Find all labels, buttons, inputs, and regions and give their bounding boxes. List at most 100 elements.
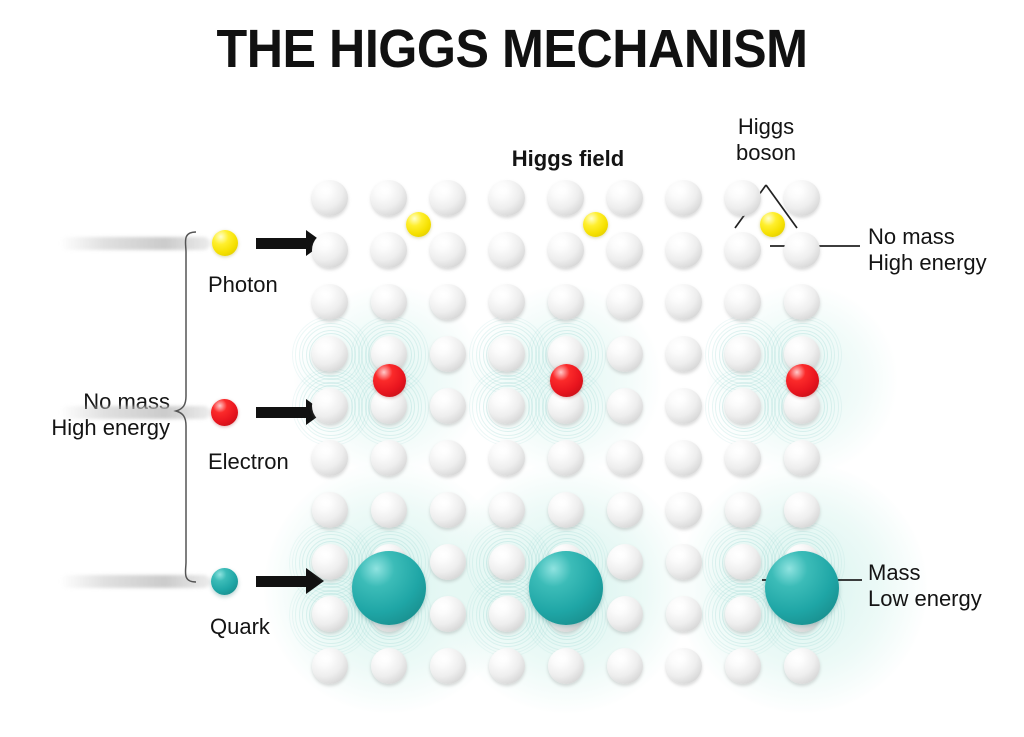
higgs-boson-sphere	[489, 336, 525, 372]
higgs-boson-sphere	[489, 284, 525, 320]
higgs-boson-sphere	[607, 232, 643, 268]
higgs-boson-sphere	[725, 284, 761, 320]
quark-trail	[60, 575, 210, 588]
higgs-boson-sphere	[489, 440, 525, 476]
higgs-boson-sphere	[666, 388, 702, 424]
higgs-boson-sphere	[371, 284, 407, 320]
higgs-boson-sphere	[548, 440, 584, 476]
higgs-boson-sphere	[607, 284, 643, 320]
higgs-boson-sphere	[784, 180, 820, 216]
higgs-boson-sphere	[430, 492, 466, 528]
higgs-boson-sphere	[725, 388, 761, 424]
higgs-boson-sphere	[784, 232, 820, 268]
higgs-boson-sphere	[548, 180, 584, 216]
higgs-boson-sphere	[725, 232, 761, 268]
higgs-boson-sphere	[312, 544, 348, 580]
quark-in-field	[352, 551, 426, 625]
higgs-boson-sphere	[371, 440, 407, 476]
higgs-boson-sphere	[666, 336, 702, 372]
higgs-boson-sphere	[548, 232, 584, 268]
quark-label: Quark	[210, 614, 270, 639]
higgs-boson-sphere	[548, 648, 584, 684]
photon-in-field	[406, 211, 431, 237]
higgs-boson-sphere	[312, 232, 348, 268]
higgs-boson-sphere	[489, 648, 525, 684]
higgs-boson-sphere	[312, 440, 348, 476]
higgs-field-lattice	[264, 178, 927, 713]
higgs-boson-sphere	[666, 440, 702, 476]
photon-in-field	[760, 211, 785, 237]
electron-in-field	[785, 363, 819, 397]
higgs-boson-sphere	[607, 388, 643, 424]
higgs-boson-sphere	[607, 648, 643, 684]
higgs-boson-sphere	[607, 180, 643, 216]
higgs-boson-sphere	[784, 648, 820, 684]
electron-trail	[60, 406, 210, 419]
higgs-boson-sphere	[725, 648, 761, 684]
higgs-boson-sphere	[607, 492, 643, 528]
higgs-boson-sphere	[548, 284, 584, 320]
higgs-boson-sphere	[607, 440, 643, 476]
higgs-boson-sphere	[784, 440, 820, 476]
higgs-boson-sphere	[489, 544, 525, 580]
higgs-boson-sphere	[371, 232, 407, 268]
higgs-boson-sphere	[666, 232, 702, 268]
higgs-boson-sphere	[489, 388, 525, 424]
higgs-boson-sphere	[312, 492, 348, 528]
higgs-boson-sphere	[312, 284, 348, 320]
higgs-boson-sphere	[430, 284, 466, 320]
higgs-boson-sphere	[312, 180, 348, 216]
photon-particle	[212, 230, 238, 256]
higgs-boson-sphere	[607, 544, 643, 580]
quark-in-field	[765, 551, 839, 625]
higgs-boson-sphere	[312, 648, 348, 684]
higgs-boson-sphere	[725, 544, 761, 580]
higgs-boson-sphere	[548, 492, 584, 528]
higgs-boson-sphere	[489, 180, 525, 216]
higgs-boson-sphere	[666, 544, 702, 580]
higgs-boson-sphere	[666, 284, 702, 320]
higgs-boson-sphere	[666, 180, 702, 216]
page-title: THE HIGGS MECHANISM	[216, 19, 808, 79]
higgs-boson-sphere	[666, 492, 702, 528]
electron-in-field	[372, 363, 406, 397]
higgs-boson-sphere	[725, 336, 761, 372]
quark-result-label: Mass Low energy	[868, 560, 982, 611]
quark-particle	[211, 568, 238, 595]
photon-arrow-shaft	[256, 238, 308, 249]
higgs-boson-sphere	[430, 440, 466, 476]
higgs-boson-sphere	[725, 596, 761, 632]
quark-arrow-shaft	[256, 576, 308, 587]
higgs-boson-sphere	[430, 596, 466, 632]
higgs-boson-sphere	[371, 180, 407, 216]
higgs-boson-sphere	[430, 232, 466, 268]
higgs-boson-sphere	[371, 648, 407, 684]
photon-in-field	[583, 211, 608, 237]
higgs-boson-sphere	[430, 336, 466, 372]
quark-in-field	[529, 551, 603, 625]
electron-label: Electron	[208, 449, 289, 474]
higgs-boson-sphere	[430, 180, 466, 216]
higgs-boson-sphere	[607, 336, 643, 372]
higgs-boson-sphere	[725, 180, 761, 216]
electron-in-field	[549, 363, 583, 397]
photon-result-label: No mass High energy	[868, 224, 987, 275]
higgs-boson-sphere	[489, 492, 525, 528]
higgs-boson-sphere	[725, 492, 761, 528]
higgs-boson-sphere	[430, 388, 466, 424]
higgs-boson-sphere	[784, 492, 820, 528]
higgs-boson-sphere	[430, 544, 466, 580]
higgs-boson-sphere	[784, 284, 820, 320]
photon-trail	[60, 237, 210, 250]
electron-particle	[211, 399, 238, 426]
higgs-boson-sphere	[430, 648, 466, 684]
higgs-boson-label: Higgs boson	[736, 114, 796, 165]
higgs-boson-sphere	[666, 596, 702, 632]
photon-label: Photon	[208, 272, 278, 297]
higgs-boson-sphere	[666, 648, 702, 684]
higgs-boson-sphere	[312, 388, 348, 424]
higgs-boson-sphere	[607, 596, 643, 632]
higgs-boson-sphere	[489, 232, 525, 268]
electron-arrow-shaft	[256, 407, 308, 418]
